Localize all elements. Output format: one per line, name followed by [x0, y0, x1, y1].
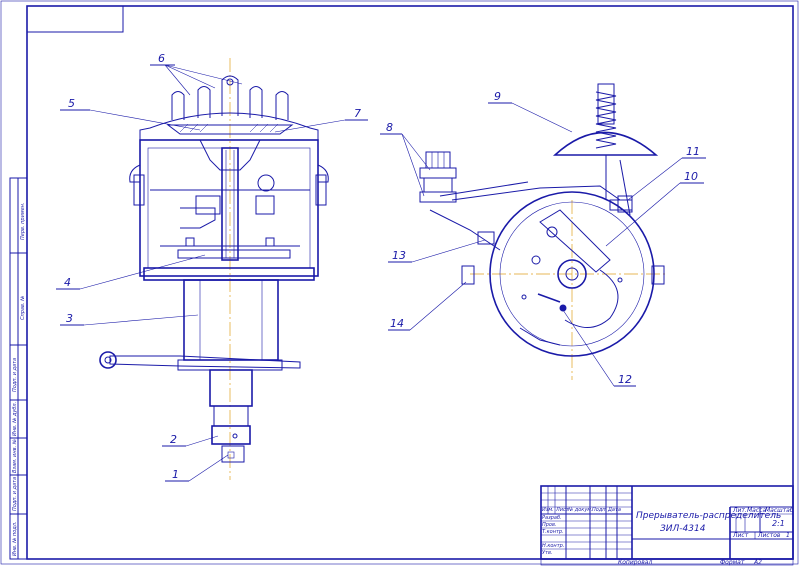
tb-utv: Утв.	[542, 550, 553, 556]
tb-lit-label: Лит.	[732, 507, 747, 514]
callout-labels: 6 5 7 4 3 2 1 8 9 11 10 13 14 12	[64, 52, 700, 481]
tb-col-sign: Подп.	[592, 507, 607, 513]
side-strip: Перв. примен. Справ. № Подп. и дата Инв.…	[9, 177, 28, 560]
tb-nkontr: Н.контр.	[542, 543, 564, 549]
callout-6: 6	[158, 52, 165, 65]
tb-col-doc: № докум.	[567, 507, 593, 513]
breaker-housing	[489, 191, 655, 357]
diaphragm-spring	[595, 83, 617, 149]
vacuum-diaphragm	[552, 131, 659, 156]
tb-sheet-label: Лист	[732, 532, 749, 539]
inner-shaft	[221, 147, 239, 261]
side-label-orig-inv: Инв. № подл.	[12, 522, 18, 557]
lower-body	[183, 279, 279, 361]
tb-copied: Копировал	[618, 559, 652, 566]
housing	[139, 139, 319, 277]
callout-14: 14	[390, 317, 404, 330]
breaker-lever	[539, 209, 611, 273]
advance-plate	[177, 249, 291, 259]
octane-arm	[109, 355, 301, 369]
callout-2: 2	[170, 433, 177, 446]
callout-13: 13	[392, 249, 406, 262]
tb-format-label: Формат	[720, 559, 745, 566]
callout-1: 1	[172, 468, 179, 481]
callout-9: 9	[494, 90, 501, 103]
side-label-repl-inv: Взам. инв. №	[12, 439, 18, 473]
cap-terminals	[171, 75, 289, 120]
callout-11: 11	[686, 145, 700, 158]
tb-col-date: Дата	[607, 507, 621, 513]
tb-mass-label: Масса	[747, 507, 766, 514]
tb-tkontr: Т.контр.	[542, 529, 564, 535]
drive-shaft-end	[221, 445, 245, 463]
side-label-ref-no: Справ. №	[20, 296, 26, 320]
octane-nut	[419, 151, 457, 203]
callout-12: 12	[618, 373, 632, 386]
tb-razrab: Разраб.	[542, 515, 562, 521]
title-block: Изм. Лист № докум. Подп. Дата Разраб. Пр…	[540, 485, 794, 566]
cam	[557, 259, 587, 289]
side-label-first-use: Перв. примен.	[20, 202, 26, 240]
tb-col-list: Лист	[555, 507, 570, 513]
callout-10: 10	[684, 170, 698, 183]
side-label-dup-inv: Инв. № дубл.	[12, 402, 18, 436]
callout-5: 5	[68, 97, 75, 110]
tb-scale-label: Масштаб	[765, 507, 794, 514]
tb-sheets-label: Листов	[757, 532, 781, 539]
tb-sheets-count: 1	[786, 532, 790, 539]
tb-format-value: A2	[753, 559, 762, 566]
leaders	[56, 64, 706, 482]
flange	[143, 267, 315, 281]
callout-8: 8	[386, 121, 393, 134]
callout-3: 3	[66, 312, 73, 325]
tb-prov: Пров.	[542, 522, 557, 528]
section-view	[99, 58, 329, 480]
side-label-sign-date-2: Подп. и дата	[12, 477, 18, 511]
tb-title-line2: ЗИЛ-4314	[660, 524, 706, 534]
callout-7: 7	[354, 107, 361, 120]
callout-4: 4	[64, 276, 71, 289]
tb-scale-value: 2:1	[772, 519, 785, 528]
side-label-sign-date-1: Подп. и дата	[12, 358, 18, 392]
cap-hatching	[179, 123, 279, 133]
drive-shaft-collar	[211, 425, 251, 445]
tb-title-line1: Прерыватель-распределитель	[636, 511, 781, 521]
top-view	[419, 83, 668, 380]
tb-col-izm: Изм.	[542, 507, 554, 513]
distributor-cap	[139, 112, 319, 141]
